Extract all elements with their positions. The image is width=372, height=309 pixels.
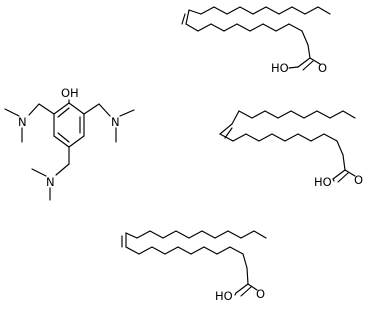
acid-2-carbonyl-o-label: O	[354, 173, 363, 187]
phenol-hydroxyl-label: OH	[61, 86, 79, 100]
phenol-amine-bottom-label: N	[46, 175, 55, 189]
phenol-amine-right-label: N	[111, 115, 120, 129]
acid-1-carbonyl-o-label: O	[318, 61, 327, 75]
acid-2-bonds	[219, 110, 356, 183]
acid-1-molecule: O HO	[181, 6, 331, 75]
phenol-molecule: OH N N N	[4, 86, 135, 201]
acid-3-hydroxyl-label: HO	[215, 289, 233, 303]
acid-2-hydroxyl-label: HO	[314, 175, 332, 189]
phenol-bonds	[4, 99, 135, 201]
acid-3-bonds	[121, 230, 267, 297]
acid-1-hydroxyl-label: HO	[271, 61, 289, 75]
acid-2-molecule: O HO	[219, 110, 363, 189]
acid-3-molecule: O HO	[121, 230, 267, 303]
phenol-amine-left-label: N	[18, 115, 27, 129]
acid-3-carbonyl-o-label: O	[256, 287, 265, 301]
acid-1-bonds	[181, 6, 331, 71]
